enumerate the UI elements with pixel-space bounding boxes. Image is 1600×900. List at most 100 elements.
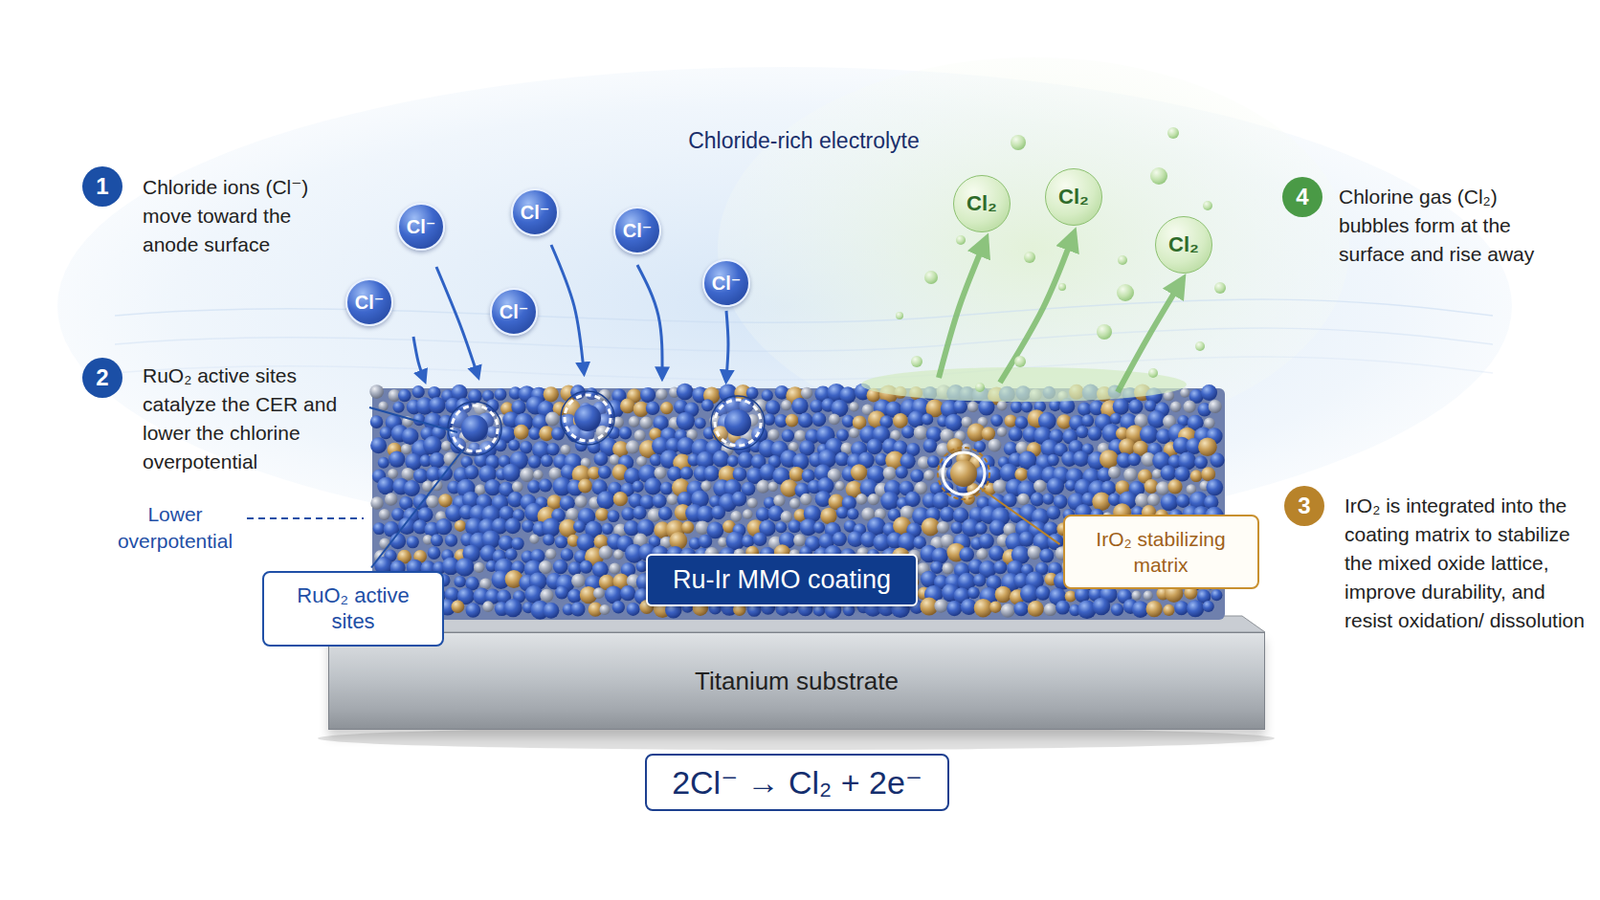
oxide-particle [789,466,805,483]
chloride-ion: Cl⁻ [613,206,662,255]
oxide-particle [1021,400,1033,413]
leader-line [979,488,1061,545]
leader-line [371,449,464,569]
oxide-particle [406,535,420,549]
oxide-particle [755,507,771,522]
node-text: Cl₂ [1168,232,1200,258]
iro2-particle [950,460,978,488]
oxide-particle [848,427,860,439]
oxide-particle [1046,506,1062,521]
gas-bubble [1014,355,1026,368]
oxide-particle [1118,438,1136,456]
oxide-particle [953,400,968,415]
oxide-particle [785,414,800,428]
water-wave [114,299,1493,323]
node-text: Titanium substrate [694,666,899,697]
callout-number: 4 [1282,177,1323,218]
gas-bubble [1010,134,1026,151]
oxide-particle [703,466,720,483]
oxide-particle [482,600,494,613]
oxide-particle [1033,479,1046,492]
oxide-particle [652,493,667,509]
oxide-particle [1044,603,1058,618]
oxide-particle [973,574,986,587]
oxide-particle [444,533,458,547]
oxide-particle [502,464,521,483]
oxide-particle [1202,600,1215,613]
oxide-particle [988,439,1002,453]
oxide-particle [513,424,530,441]
oxide-particle [1111,603,1124,617]
oxide-particle [1065,590,1077,602]
oxide-particle [542,533,555,546]
chlorine-bubble: Cl₂ [1044,168,1103,226]
oxide-particle [1203,418,1216,430]
oxide-particle [1155,481,1170,495]
oxide-particle [494,388,508,401]
slab-shadow [317,727,1275,751]
oxide-particle [632,506,647,521]
node-text: Cl₂ [966,191,998,217]
gas-bubble [1195,341,1205,352]
oxide-particle [1186,600,1204,618]
oxide-particle [575,495,588,509]
node-text: RuO₂ active sites [275,582,431,636]
oxide-particle [977,399,995,416]
oxide-particle [712,450,731,468]
oxide-particle [755,480,770,494]
oxide-particle [1030,492,1045,508]
oxide-particle [521,520,534,534]
oxide-particle [666,493,679,506]
oxide-particle [607,510,621,523]
oxide-particle [543,386,559,402]
node-text: Cl⁻ [711,271,742,295]
chloride-ion: Cl⁻ [489,288,538,336]
gas-bubble [1117,255,1128,266]
oxide-particle [660,482,674,496]
oxide-particle [1081,414,1094,427]
oxide-particle [529,534,539,545]
oxide-particle [753,532,768,547]
oxide-particle [387,468,399,480]
oxide-particle [640,387,656,403]
oxide-particle [504,518,521,535]
oxide-particle [1046,477,1065,495]
callout-text: Chloride ions (Cl⁻) move toward the anod… [142,173,339,260]
chloride-ion: Cl⁻ [702,259,751,308]
active-site-particle [461,415,489,443]
oxide-particle [811,412,826,427]
oxide-particle [1147,493,1160,507]
oxide-particle [794,429,806,442]
oxide-particle [1139,425,1158,445]
oxide-particle [1108,466,1121,479]
oxide-particle [992,479,1006,493]
oxide-particle [1035,585,1050,600]
diagram-title: Chloride-rich electrolyte [688,128,920,155]
oxide-particle [474,484,486,495]
oxide-particle [455,557,475,578]
oxide-particle [832,532,847,547]
oxide-particle [1019,531,1035,547]
callout-text: IrO₂ is integrated into the coating matr… [1344,491,1592,636]
oxide-particle [546,443,559,456]
node-text: Cl⁻ [520,200,551,224]
small-bubbles [895,127,1226,393]
oxide-particle [813,522,825,534]
oxide-particle [867,493,880,506]
oxide-particle [1190,469,1203,483]
oxide-particle [747,498,758,510]
oxide-particle [628,416,641,428]
oxide-particle [1145,600,1162,618]
oxide-particle [789,498,800,510]
oxide-particle [993,560,1007,575]
oxide-particle [781,429,795,443]
gas-bubble [1023,251,1036,264]
oxide-particle [1179,388,1190,399]
oxide-particle [1209,452,1224,467]
oxide-particle [800,493,812,506]
oxide-particle [988,546,1004,562]
oxide-particle [593,587,605,600]
oxide-particle [427,546,442,560]
oxide-particle [473,562,485,574]
oxide-particle [528,455,542,469]
